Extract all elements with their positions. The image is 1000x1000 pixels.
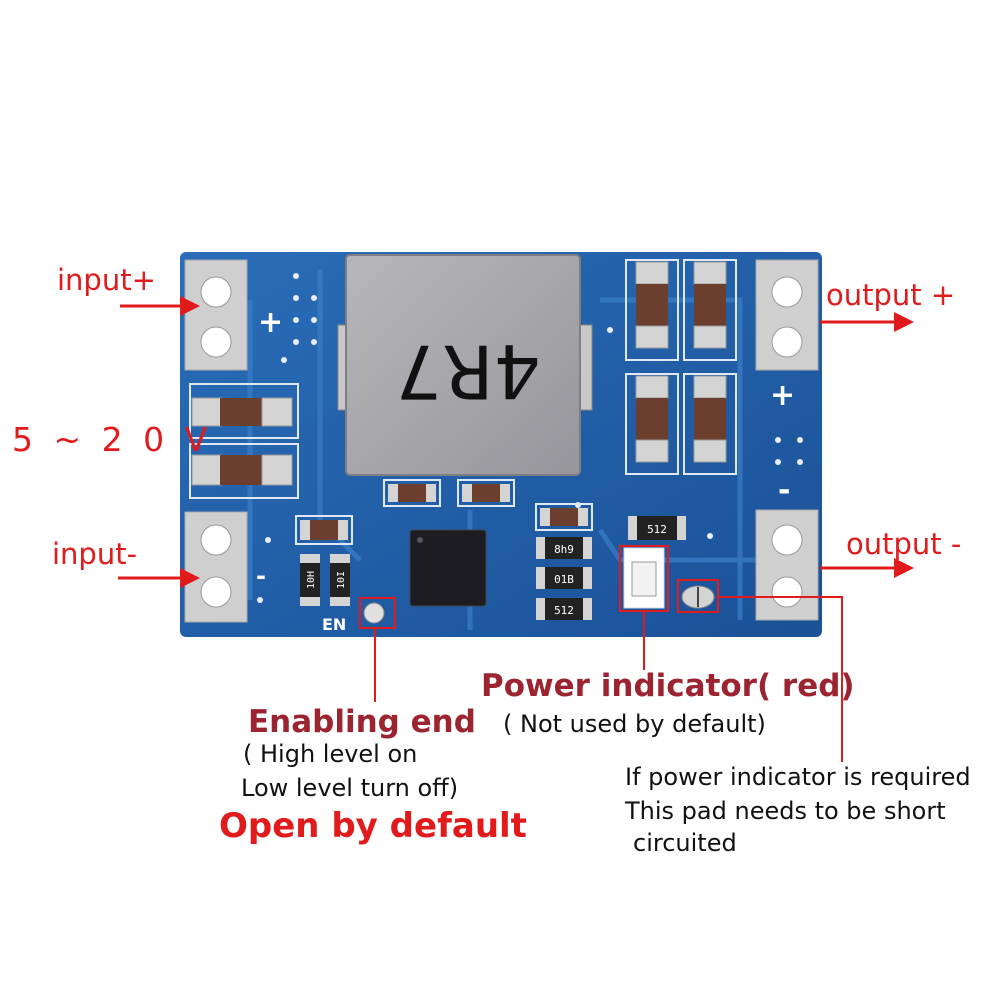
pad-note-line1: If power indicator is required [625, 763, 971, 791]
silk-plus-left: + [258, 305, 283, 340]
silk-plus-right: + [770, 378, 795, 413]
input-minus-arrow [118, 568, 200, 588]
en-pad [363, 602, 385, 624]
output-minus-label: output - [846, 527, 962, 561]
en-highlight-box [359, 597, 396, 629]
enabling-end-title: Enabling end [248, 704, 476, 740]
small-capacitors [295, 479, 593, 545]
power-indicator-title: Power indicator( red) [481, 668, 855, 704]
output-minus-pad [755, 509, 819, 621]
resistors-left: 10H 10I [300, 554, 350, 606]
resistor-marking: 512 [554, 604, 574, 617]
output-capacitors [625, 259, 737, 475]
output-plus-arrow [820, 312, 914, 332]
output-plus-pad [755, 259, 819, 371]
power-indicator-note: ( Not used by default) [503, 710, 766, 738]
resistor-marking: 8h9 [554, 543, 574, 556]
resistors-right: 8h9 01B 512 512 [536, 516, 686, 620]
resistor-marking: 10I [336, 571, 347, 589]
silk-en: EN [322, 615, 346, 634]
input-minus-label: input- [52, 537, 138, 571]
voltage-range-label: 5 ~ 2 0 V [12, 420, 213, 459]
pad-note-line3: circuited [633, 829, 737, 857]
enabling-end-default: Open by default [219, 806, 527, 846]
input-minus-pad [184, 511, 248, 623]
resistor-marking: 01B [554, 573, 574, 586]
short-pad [681, 585, 715, 609]
input-capacitors [189, 383, 299, 499]
input-plus-arrow [120, 296, 200, 316]
resistor-marking: 512 [647, 523, 667, 536]
output-plus-label: output + [826, 278, 956, 312]
output-minus-arrow [820, 558, 914, 578]
power-led-footprint [623, 547, 665, 609]
silk-minus-left: - [256, 562, 266, 590]
enabling-end-line2: Low level turn off) [241, 774, 459, 802]
silk-minus-right: - [778, 473, 790, 508]
enabling-end-line1: ( High level on [243, 740, 418, 768]
regulator-ic [409, 529, 487, 607]
inductor-marking: 4R7 [395, 327, 541, 413]
pad-callout-line [718, 596, 843, 762]
input-plus-label: input+ [57, 263, 156, 297]
resistor-marking: 10H [306, 571, 317, 589]
inductor: 4R7 [337, 254, 593, 476]
input-plus-pad [184, 259, 248, 371]
vias [257, 273, 803, 603]
pad-note-line2: This pad needs to be short [625, 797, 946, 825]
